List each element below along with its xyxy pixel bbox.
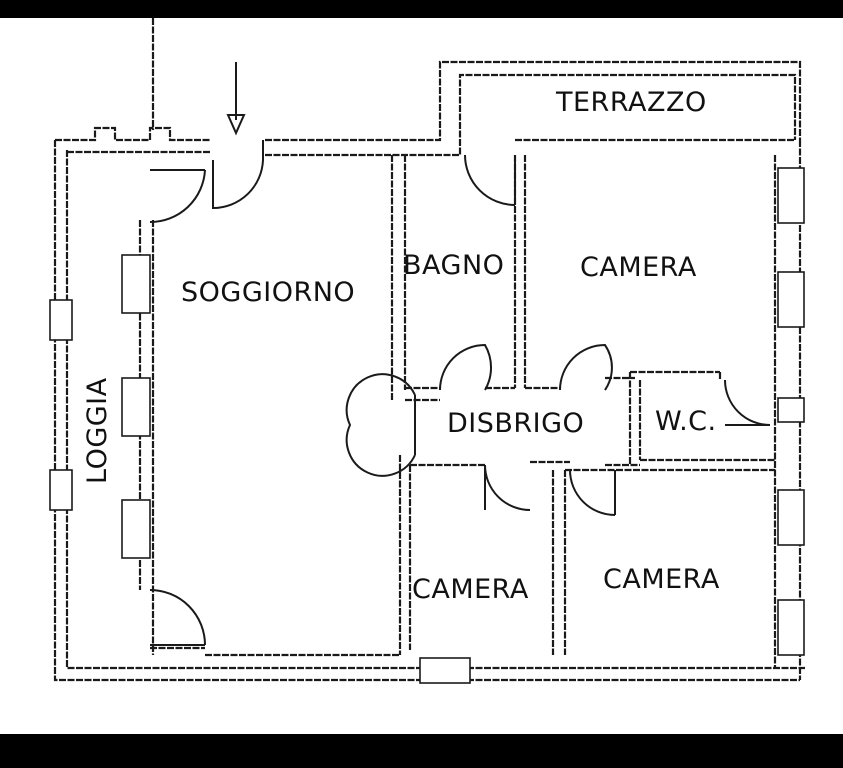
windows: [49, 167, 805, 684]
room-label-camera-ne: CAMERA: [580, 252, 697, 283]
room-label-bagno: BAGNO: [403, 250, 504, 281]
room-label-camera-se: CAMERA: [603, 564, 720, 595]
room-label-terrazzo: TERRAZZO: [555, 87, 707, 118]
doors: [149, 140, 771, 646]
room-label-soggiorno: SOGGIORNO: [181, 277, 355, 308]
room-label-camera-s: CAMERA: [412, 574, 529, 605]
room-label-loggia: LOGGIA: [82, 377, 113, 484]
floor-plan-page: TERRAZZO SOGGIORNO BAGNO CAMERA DISBRIGO…: [0, 18, 843, 734]
room-label-wc: W.C.: [655, 406, 717, 437]
room-label-disbrigo: DISBRIGO: [447, 408, 584, 439]
floor-plan: TERRAZZO SOGGIORNO BAGNO CAMERA DISBRIGO…: [49, 18, 805, 684]
entrance-arrow-icon: [226, 62, 246, 136]
